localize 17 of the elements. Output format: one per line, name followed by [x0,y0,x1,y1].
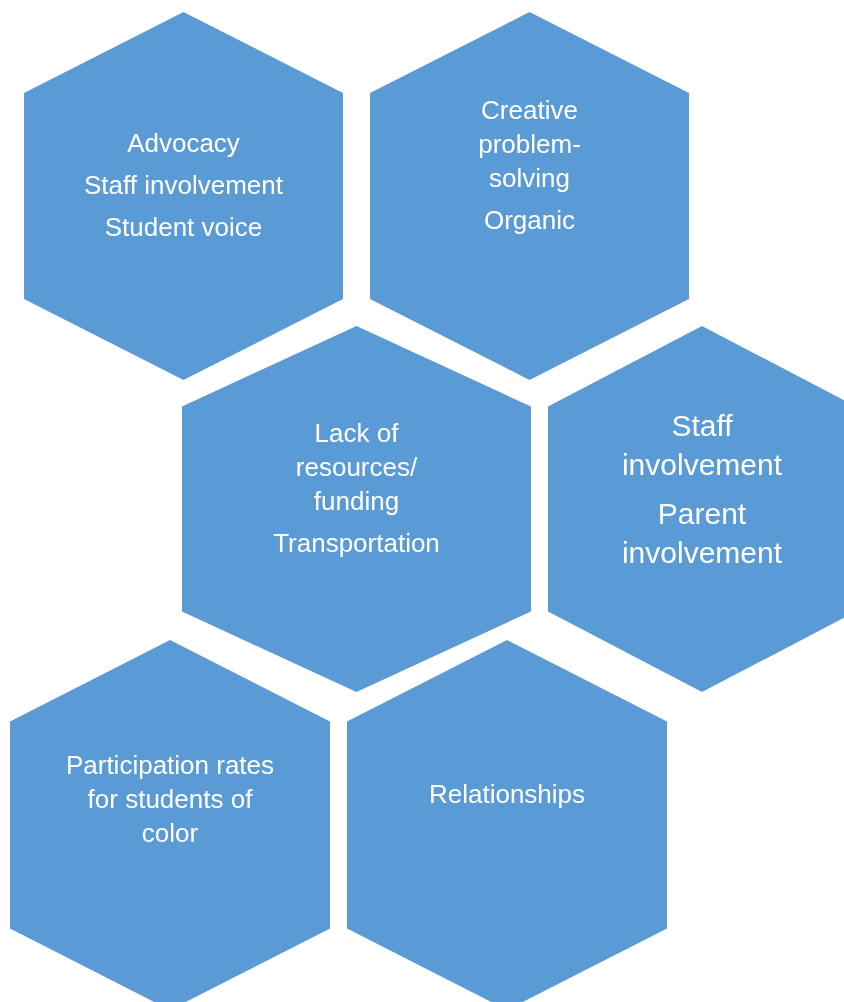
hexagon-label: Student voice [104,210,263,244]
hexagon-label: Transportation [273,526,440,560]
hexagon-label: Staff involvement [620,408,784,483]
hexagon-label: Organic [483,203,575,237]
hexagon-label: Participation rates for students of color [64,749,276,850]
hexagon [548,326,844,692]
hexagon-label: Creative problem-solving [477,94,582,195]
hexagon-label: Relationships [428,778,586,812]
hexagon [24,12,343,380]
hexagon-label: Lack of resources/ funding [294,417,419,518]
hexagon [10,640,330,1002]
hexagon-label: Advocacy [127,127,240,161]
hexagon-label: Parent involvement [620,496,784,571]
hexagon [347,640,667,1002]
hexagon [370,12,689,380]
hexagon [182,326,531,692]
hexagon-label: Staff involvement [84,169,283,203]
